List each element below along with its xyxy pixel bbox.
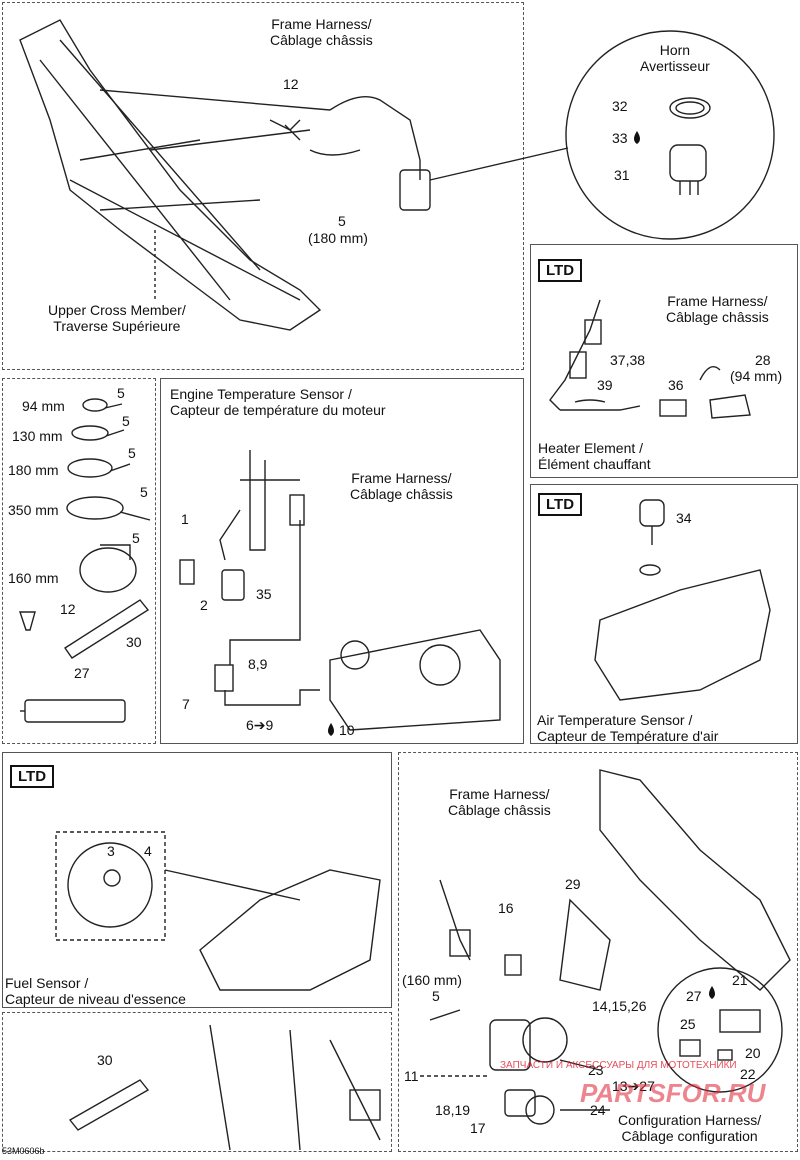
part-4-label: 4 xyxy=(144,843,152,859)
frame-panel xyxy=(2,2,524,370)
config-part-27: 27 xyxy=(686,988,702,1004)
part-12-label: 12 xyxy=(283,76,299,92)
part-28-label: 28 xyxy=(755,352,771,368)
part-35-label: 35 xyxy=(256,586,272,602)
heater-panel xyxy=(530,244,798,478)
heater-title: Heater Element / Élément chauffant xyxy=(538,440,651,472)
fuel-title: Fuel Sensor / Capteur de niveau d'essenc… xyxy=(5,975,186,1007)
horn-title: Horn Avertisseur xyxy=(640,42,710,74)
part-20-label: 20 xyxy=(745,1045,761,1061)
part-32-label: 32 xyxy=(612,98,628,114)
part-21-label: 21 xyxy=(732,972,748,988)
config-panel xyxy=(398,752,798,1152)
tie-160-length: 160 mm xyxy=(8,570,59,586)
part-1-label: 1 xyxy=(181,511,189,527)
fuel-panel xyxy=(2,752,392,1008)
heater-ltd-badge: LTD xyxy=(538,259,583,282)
part-7-label: 7 xyxy=(182,696,190,712)
tie-94-num: 5 xyxy=(117,385,125,401)
air-title: Air Temperature Sensor / Capteur de Temp… xyxy=(537,712,719,744)
ties-panel xyxy=(2,378,156,744)
ties-part-30: 30 xyxy=(126,634,142,650)
part-1327-label: 13➔27 xyxy=(612,1078,655,1094)
part-22-label: 22 xyxy=(740,1066,756,1082)
part-16-label: 16 xyxy=(498,900,514,916)
cross-member-label: Upper Cross Member/ Traverse Supérieure xyxy=(48,302,186,334)
airbox xyxy=(594,569,771,701)
engine-harness-label: Frame Harness/ Câblage châssis xyxy=(350,470,453,502)
fuel-tank xyxy=(199,869,381,991)
part-2-label: 2 xyxy=(200,597,208,613)
tie-130-length: 130 mm xyxy=(12,428,63,444)
air-ltd-badge: LTD xyxy=(538,493,583,516)
part-11-label: 11 xyxy=(404,1068,419,1084)
engine-panel xyxy=(160,378,524,744)
part-1819-label: 18,19 xyxy=(435,1102,471,1118)
tie-350-length: 350 mm xyxy=(8,502,59,518)
part-28-length: (94 mm) xyxy=(730,368,783,384)
frame-drawing xyxy=(19,19,322,331)
part-69-label: 6➔9 xyxy=(246,717,274,733)
part-23-label: 23 xyxy=(588,1062,604,1078)
config-part-5: 5 xyxy=(432,988,440,1004)
ties-part-27: 27 xyxy=(74,665,90,681)
horn-callout-circle xyxy=(565,30,775,240)
frame-harness-wire xyxy=(329,96,421,180)
air-panel xyxy=(530,484,798,744)
config-harness-title: Configuration Harness/ Câblage configura… xyxy=(618,1112,762,1144)
bottom-part-30: 30 xyxy=(97,1052,113,1068)
watermark-tagline: ЗАПЧАСТИ И АКСЕССУАРЫ ДЛЯ МОТОТЕХНИКИ xyxy=(500,1060,737,1071)
tie-180-length: 180 mm xyxy=(8,462,59,478)
bracket-frame xyxy=(599,769,791,991)
fuel-ltd-badge: LTD xyxy=(10,765,55,788)
part-33-label: 33 xyxy=(612,130,628,146)
tie-160-num: 5 xyxy=(132,530,140,546)
drop-icon-10 xyxy=(328,723,334,736)
part-29-label: 29 xyxy=(565,876,581,892)
ties-part-12: 12 xyxy=(60,601,76,617)
drop-icon-33 xyxy=(634,131,640,144)
tie-130-num: 5 xyxy=(122,413,130,429)
part-34-label: 34 xyxy=(676,510,692,526)
part-17-label: 17 xyxy=(470,1120,486,1136)
diagram-code: 53M0606b xyxy=(2,1146,45,1156)
part-10-label: 10 xyxy=(339,722,355,738)
part-5-length: (180 mm) xyxy=(308,230,368,246)
bottom-left-panel xyxy=(2,1012,392,1152)
tie-350-num: 5 xyxy=(140,484,148,500)
frame-harness-label: Frame Harness/ Câblage châssis xyxy=(270,16,373,48)
part-24-label: 24 xyxy=(590,1102,606,1118)
part-39-label: 39 xyxy=(597,377,613,393)
config-frame-harness-label: Frame Harness/ Câblage châssis xyxy=(448,786,551,818)
part-89-label: 8,9 xyxy=(248,656,268,672)
drop-icon-27 xyxy=(709,986,715,999)
part-25-label: 25 xyxy=(680,1016,696,1032)
part-5-label: 5 xyxy=(338,213,346,229)
part-36-label: 36 xyxy=(668,377,684,393)
part-141526-label: 14,15,26 xyxy=(592,998,647,1014)
engine-title: Engine Temperature Sensor / Capteur de t… xyxy=(170,386,386,418)
watermark-logo: PARTSFOR.RU xyxy=(580,1078,766,1108)
part-31-label: 31 xyxy=(614,167,630,183)
part-3738-label: 37,38 xyxy=(610,352,646,368)
tie-94-length: 94 mm xyxy=(22,398,65,414)
tie-180-num: 5 xyxy=(128,445,136,461)
engine-block xyxy=(329,629,501,731)
heater-harness-label: Frame Harness/ Câblage châssis xyxy=(666,293,769,325)
part-160mm-label: (160 mm) xyxy=(402,972,462,988)
part-3-label: 3 xyxy=(107,843,115,859)
